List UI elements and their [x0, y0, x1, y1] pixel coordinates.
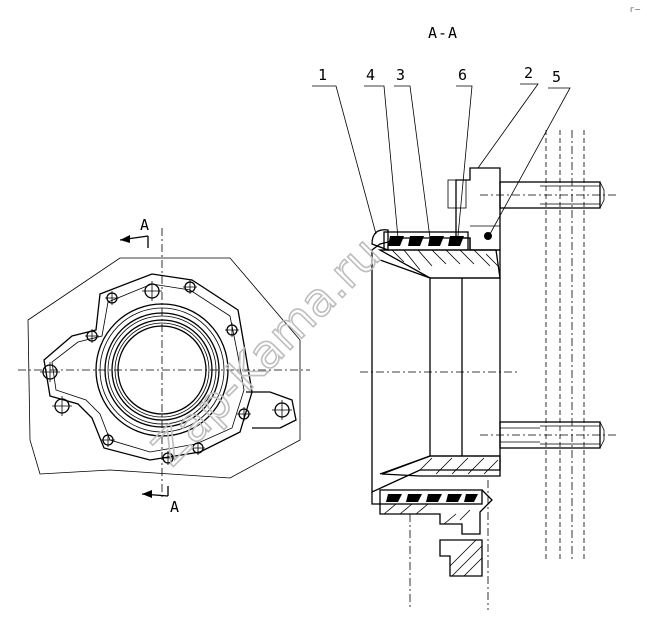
section-mark-bottom: A	[170, 498, 179, 516]
flange-plate	[43, 273, 253, 461]
frame-lines	[409, 130, 585, 610]
callout-1: 1	[318, 66, 327, 84]
seal-segments-bottom	[386, 494, 478, 502]
section-title: A-A	[428, 24, 458, 42]
top-wall	[377, 249, 501, 279]
seal-carrier-bottom	[379, 489, 483, 505]
bottom-wall	[381, 455, 501, 477]
section-view: A-A	[312, 24, 616, 610]
lower-hatching	[383, 503, 471, 525]
lower-lug-hatching	[449, 539, 483, 577]
callout-5: 5	[552, 68, 561, 86]
section-arrowhead-bottom	[142, 490, 152, 498]
bolt-head-top	[447, 179, 467, 209]
lower-housing	[371, 489, 493, 535]
right-lug	[246, 391, 297, 429]
bottom-stud-guides	[500, 427, 540, 443]
seal-ring-1	[371, 229, 389, 251]
section-arrow-top	[119, 235, 149, 248]
inner-bore	[379, 259, 431, 475]
leader-lines	[312, 83, 571, 239]
corner-mark: г~	[630, 5, 641, 14]
section-mark-top: A	[140, 216, 149, 234]
callout-2: 2	[524, 64, 533, 82]
housing-body	[371, 237, 501, 494]
flange-inner-edge	[51, 283, 245, 453]
seal-segments-top	[388, 236, 464, 246]
housing-outline	[27, 257, 301, 479]
callout-6: 6	[458, 66, 467, 84]
hole-crosses	[40, 280, 292, 465]
watermark: Zap-Kama.ru	[142, 226, 391, 475]
callout-4: 4	[366, 66, 375, 84]
top-hatching	[391, 249, 499, 271]
section-arrowhead-top	[120, 235, 130, 243]
callout-3: 3	[396, 66, 405, 84]
bottom-hatching	[419, 457, 499, 475]
seal-carrier-top	[383, 231, 469, 251]
lower-lug	[439, 539, 483, 577]
front-view: A A	[18, 216, 310, 516]
